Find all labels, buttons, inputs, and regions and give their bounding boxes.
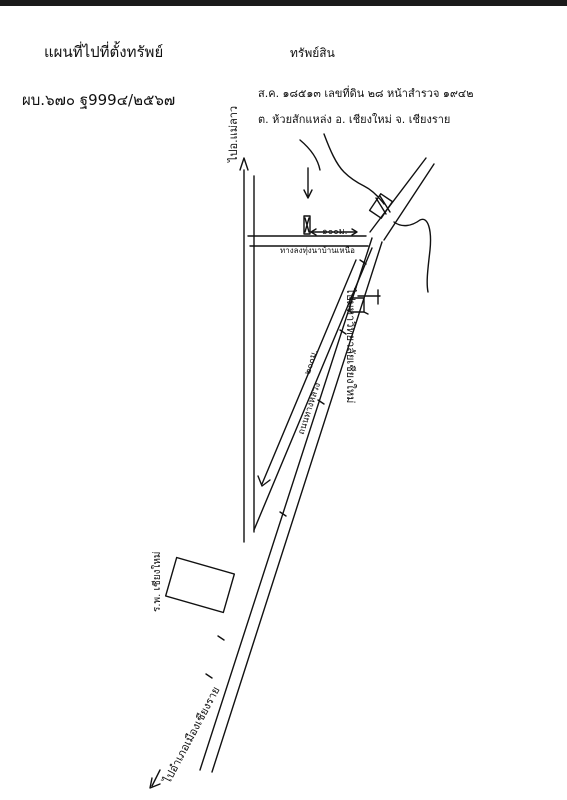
address-info: ต. ห้วยสักแหล่ง อ. เชียงใหม่ จ. เชียงราย xyxy=(258,113,451,126)
cri-box xyxy=(349,297,365,313)
up-arrow xyxy=(239,157,249,171)
label-to-mae-lao: ไปอ.แม่ลาว xyxy=(227,105,240,162)
label-university: ไปมหาวิทยาลัยเชียงใหม่ xyxy=(344,288,357,404)
document-number: ผบ.๖๗๐ ฐ999๔/๒๕๖๗ xyxy=(22,91,176,109)
highway-right-edge xyxy=(211,241,383,773)
squiggle-right xyxy=(393,218,432,293)
deed-info: ส.ค. ๑๘๕๑๓ เลขที่ดิน ๒๘ หน้าสำรวจ ๑๙๔๒ xyxy=(258,87,474,100)
hospital-box xyxy=(164,556,236,614)
highway-upper-right-edge xyxy=(383,163,435,241)
property-marker xyxy=(303,215,311,235)
squiggle-top xyxy=(323,133,385,205)
arrow-chiang-rai xyxy=(151,769,161,787)
side-road-label: ทางลงทุ่งนาบ้านเหนือ xyxy=(280,246,355,255)
bridge-box xyxy=(368,193,394,219)
highway-left-edge xyxy=(199,237,373,771)
map-title: แผนที่ไปที่ตั้งทรัพย์ xyxy=(44,43,164,61)
owner-heading: ทรัพย์สิน xyxy=(290,46,335,60)
top-edge-bar xyxy=(0,0,567,6)
inner-road-arrow xyxy=(257,475,271,487)
inner-road-2 xyxy=(253,247,373,531)
pointer-curve xyxy=(299,139,321,171)
highway-upper-left-edge xyxy=(369,157,427,233)
label-hospital: ร.พ. เชียงใหม่ xyxy=(152,551,163,612)
inner-road xyxy=(261,259,357,485)
